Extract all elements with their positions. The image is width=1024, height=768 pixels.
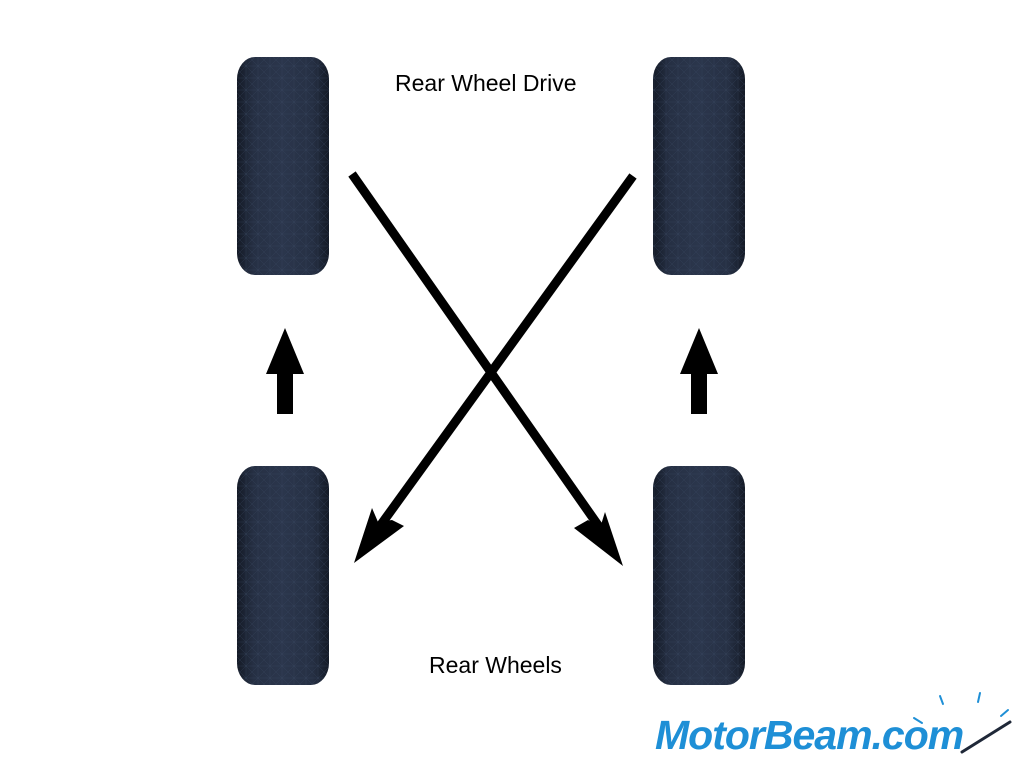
arrow-up-left — [266, 328, 304, 414]
arrow-cross-head-rear-left — [354, 508, 404, 563]
arrow-cross-front-left-to-rear-right — [348, 171, 604, 531]
tire-front-right — [653, 57, 745, 275]
motorbeam-watermark: MotorBeam.com — [655, 690, 1020, 765]
watermark-text: MotorBeam.com — [655, 712, 964, 758]
arrow-up-right — [680, 328, 718, 414]
diagram-title: Rear Wheel Drive — [395, 70, 577, 96]
tire-front-left — [237, 57, 329, 275]
speedometer-icon — [913, 692, 1012, 754]
arrow-cross-front-right-to-rear-left — [376, 173, 637, 529]
tire-rear-right — [653, 466, 745, 685]
rear-wheels-label: Rear Wheels — [429, 652, 562, 678]
tire-rear-left — [237, 466, 329, 685]
arrow-cross-head-rear-right — [574, 512, 623, 566]
